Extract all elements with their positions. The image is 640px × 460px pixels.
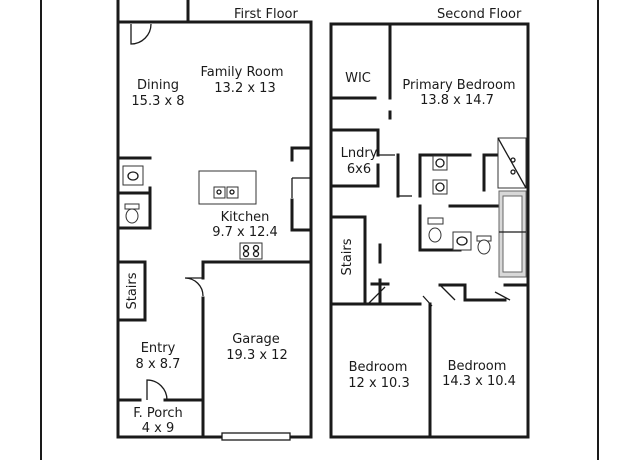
second-floor-plan: WIC Primary Bedroom 13.8 x 14.7 Lndry 6x… bbox=[329, 22, 530, 439]
garage-label: Garage bbox=[232, 332, 280, 347]
primary-bedroom-label: Primary Bedroom bbox=[402, 78, 515, 93]
primary-sink-top-icon bbox=[432, 155, 448, 171]
first-floor-plan: Dining 15.3 x 8 Family Room 13.2 x 13 Ki… bbox=[116, 0, 313, 441]
powder-toilet-icon bbox=[124, 203, 140, 210]
first-floor-heading: First Floor bbox=[234, 7, 298, 22]
stair-landing-mark bbox=[367, 286, 386, 305]
bedroom-left-size: 12 x 10.3 bbox=[348, 376, 409, 391]
porch-label: F. Porch bbox=[133, 406, 182, 421]
porch-size: 4 x 9 bbox=[142, 421, 175, 436]
dining-label: Dining bbox=[137, 78, 179, 93]
dining-size: 15.3 x 8 bbox=[131, 94, 184, 109]
primary-sink-bottom-icon bbox=[432, 179, 448, 195]
stove-icon bbox=[239, 242, 263, 260]
first-floor-stairs-label: Stairs bbox=[125, 272, 140, 309]
powder-sink-icon bbox=[122, 165, 144, 186]
family-room-size: 13.2 x 13 bbox=[214, 81, 275, 96]
primary-bedroom-size: 13.8 x 14.7 bbox=[420, 93, 494, 108]
front-door-swing bbox=[146, 379, 168, 401]
bedroom-right-size: 14.3 x 10.4 bbox=[442, 374, 516, 389]
garage-overhead-door bbox=[221, 432, 291, 441]
wic-label: WIC bbox=[345, 71, 371, 86]
second-floor-heading: Second Floor bbox=[437, 7, 522, 22]
second-floor-stairs-label: Stairs bbox=[340, 238, 355, 275]
laundry-size: 6x6 bbox=[347, 162, 371, 177]
entry-label: Entry bbox=[141, 341, 176, 356]
dining-door-swing bbox=[130, 23, 152, 45]
kitchen-sink-icon bbox=[213, 186, 226, 199]
hall-toilet-icon bbox=[427, 217, 444, 225]
garage-size: 19.3 x 12 bbox=[226, 348, 287, 363]
family-room-label: Family Room bbox=[201, 65, 284, 80]
bedroom-right-label: Bedroom bbox=[448, 359, 507, 374]
bedroom-left-label: Bedroom bbox=[349, 360, 408, 375]
hall-sink-icon bbox=[452, 231, 472, 251]
kitchen-label: Kitchen bbox=[221, 210, 270, 225]
garage-house-door-swing bbox=[184, 277, 204, 297]
entry-size: 8 x 8.7 bbox=[136, 357, 181, 372]
kitchen-size: 9.7 x 12.4 bbox=[212, 225, 278, 240]
laundry-label: Lndry bbox=[341, 146, 378, 161]
